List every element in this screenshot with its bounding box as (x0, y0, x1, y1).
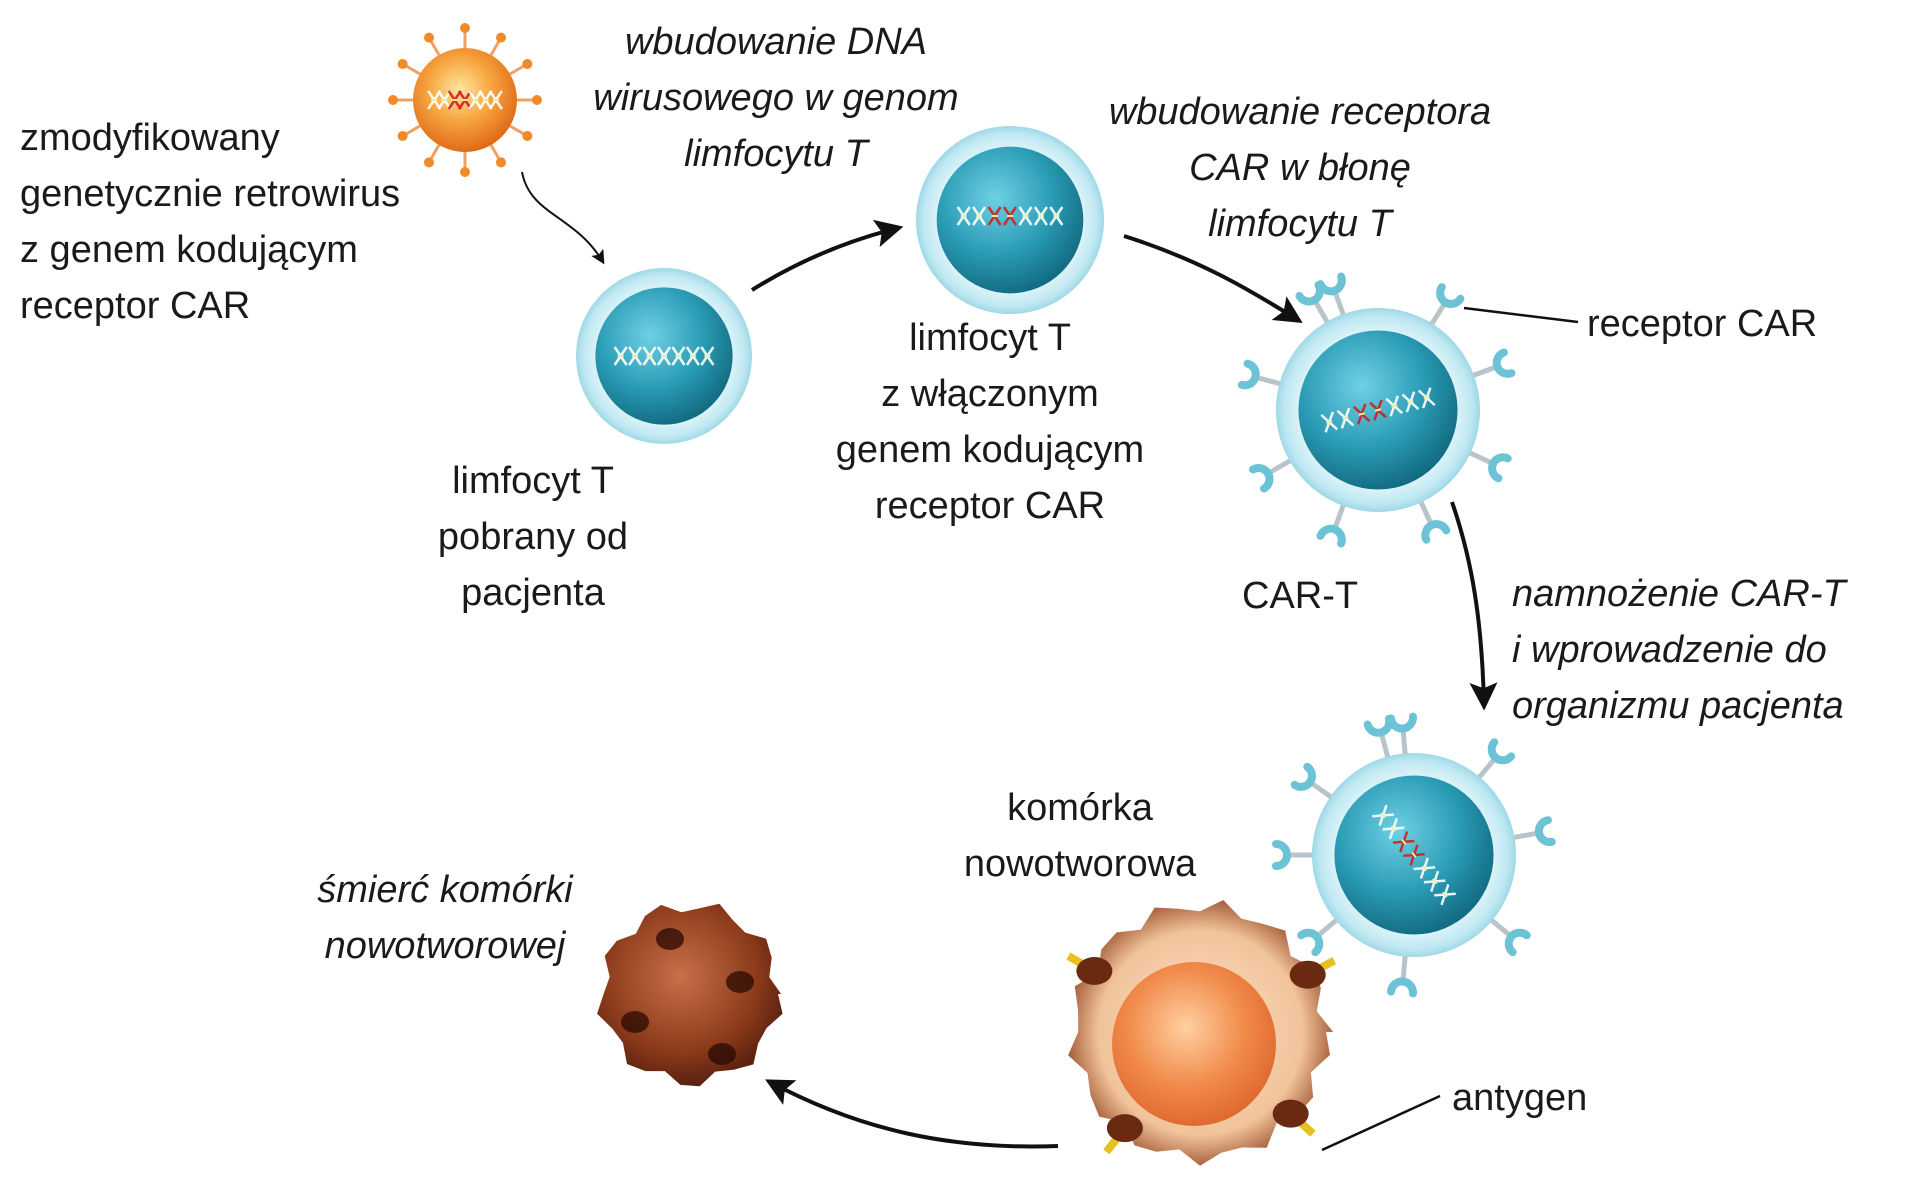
antigen-icon (1066, 952, 1113, 985)
car-receptor-icon (1427, 283, 1465, 329)
car-receptor-icon (1363, 714, 1394, 761)
label-tumor-cell: komórka nowotworowa (963, 787, 1197, 885)
label-retrovirus: zmodyfikowany genetycznie retrowirus z g… (20, 117, 401, 327)
car-receptor-icon (1465, 449, 1512, 483)
pointer-antigen (1321, 1094, 1441, 1152)
car-receptor-icon (1290, 762, 1336, 801)
tumor-nucleus (1112, 962, 1276, 1126)
t-cell-patient (576, 268, 752, 444)
label-car-t: CAR-T (1242, 575, 1359, 617)
car-receptor-icon (1469, 348, 1516, 379)
debris-spot (708, 1043, 736, 1065)
car-t-cell-attacking (1272, 712, 1556, 998)
arrow-tcell-to-modified (750, 219, 904, 292)
dead-cell-body (597, 903, 783, 1087)
label-expansion: namnożenie CAR-T i wprowadzenie do organ… (1512, 573, 1846, 727)
dna-strand-icon (1372, 804, 1456, 906)
dead-tumor-cell (597, 903, 783, 1087)
dna-strand-icon (613, 346, 715, 366)
car-receptor-icon (1387, 712, 1417, 758)
debris-spot (726, 971, 754, 993)
label-car-integration: wbudowanie receptora CAR w błonę limfocy… (1108, 91, 1492, 245)
arrow-tumor-to-death (765, 1079, 1059, 1149)
dna-strand-icon (427, 90, 503, 110)
dna-strand-icon (1320, 387, 1436, 433)
label-t-cell-modified: limfocyt T z włączonym genem kodującym r… (835, 317, 1145, 527)
car-receptor-icon (1272, 840, 1316, 870)
dna-strand-icon (956, 206, 1064, 226)
label-antigen: antygen (1452, 1077, 1588, 1119)
arrow-modified-to-cart (1123, 234, 1303, 323)
antigen-icon (1272, 1099, 1316, 1137)
label-receptor-car: receptor CAR (1587, 303, 1818, 345)
label-tumor-death: śmierć komórki nowotworowej (317, 869, 573, 967)
arrow-cart-to-expansion (1450, 501, 1498, 711)
cell-nucleus (936, 146, 1084, 294)
pointer-receptor-car (1463, 306, 1579, 324)
retrovirus-icon (388, 23, 542, 177)
car-receptor-icon (1387, 952, 1417, 998)
car-receptor-icon (1487, 916, 1531, 957)
t-cell-modified (916, 126, 1104, 314)
car-receptor-icon (1295, 280, 1332, 327)
car-receptor-icon (1475, 738, 1516, 782)
tumor-cell (1066, 900, 1337, 1166)
label-t-cell-patient: limfocyt T pobrany od pacjenta (437, 460, 629, 614)
car-receptor-icon (1316, 501, 1347, 548)
arrow-virus-to-tcell (521, 171, 605, 265)
antigen-icon (1289, 957, 1337, 989)
car-receptor-icon (1237, 359, 1284, 390)
label-dna-integration: wbudowanie DNA wirusowego w genom limfoc… (593, 21, 959, 175)
car-receptor-icon (1417, 497, 1451, 544)
debris-spot (621, 1011, 649, 1033)
car-receptor-icon (1248, 456, 1295, 493)
car-receptor-icon (1297, 916, 1341, 957)
car-t-cell (1237, 272, 1516, 548)
car-receptor-icon (1510, 816, 1556, 847)
antigen-icon (1103, 1114, 1143, 1155)
debris-spot (656, 928, 684, 950)
